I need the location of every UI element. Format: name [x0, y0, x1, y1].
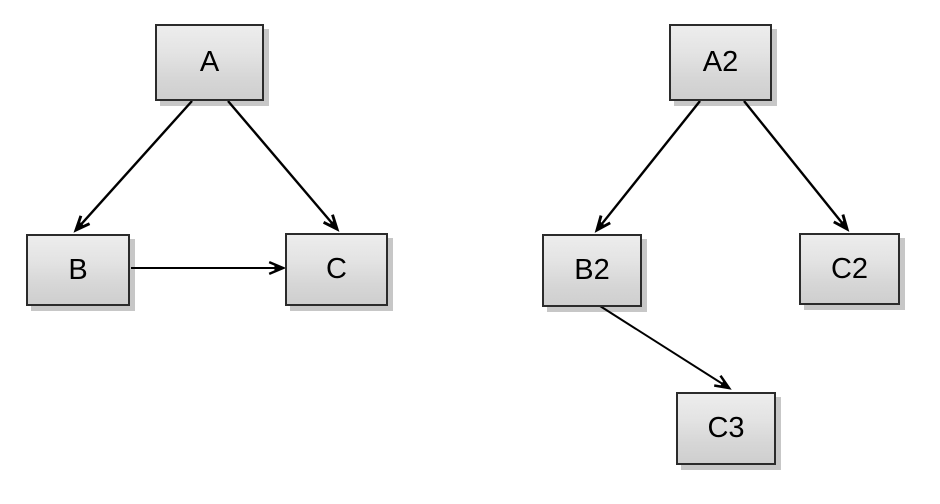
edge-line [743, 100, 847, 229]
node-label: A [199, 46, 220, 78]
edge-b2-to-c3[interactable] [599, 305, 732, 390]
edge-line [227, 100, 337, 229]
edge-line [76, 100, 193, 230]
node-label: B [68, 253, 88, 286]
edge-a-to-c[interactable] [227, 100, 340, 232]
node-label: C2 [830, 252, 869, 285]
node-c3[interactable]: C3 [676, 392, 776, 465]
edge-a-to-b[interactable] [73, 100, 193, 233]
edge-a2-to-c2[interactable] [743, 100, 850, 232]
edge-a2-to-b2[interactable] [594, 100, 701, 233]
edge-b-to-c[interactable] [131, 261, 287, 275]
node-label: C3 [707, 412, 745, 444]
node-b2[interactable]: B2 [542, 234, 642, 307]
node-c2[interactable]: C2 [799, 233, 900, 305]
arrowhead-fill [274, 264, 283, 272]
node-label: B2 [574, 254, 610, 286]
node-label: A2 [702, 46, 739, 78]
node-a[interactable]: A [155, 24, 264, 101]
edge-line [599, 305, 728, 388]
edge-line [597, 100, 701, 230]
node-label: C [326, 253, 347, 285]
edges-group [73, 100, 850, 390]
node-c[interactable]: C [285, 233, 388, 306]
arrowhead-fill [328, 220, 337, 229]
arrowhead-fill [597, 221, 606, 230]
arrowhead-fill [719, 380, 729, 388]
node-a2[interactable]: A2 [669, 24, 772, 101]
node-b[interactable]: B [26, 234, 130, 306]
arrowhead-fill [838, 220, 847, 229]
arrowhead-fill [76, 221, 85, 230]
